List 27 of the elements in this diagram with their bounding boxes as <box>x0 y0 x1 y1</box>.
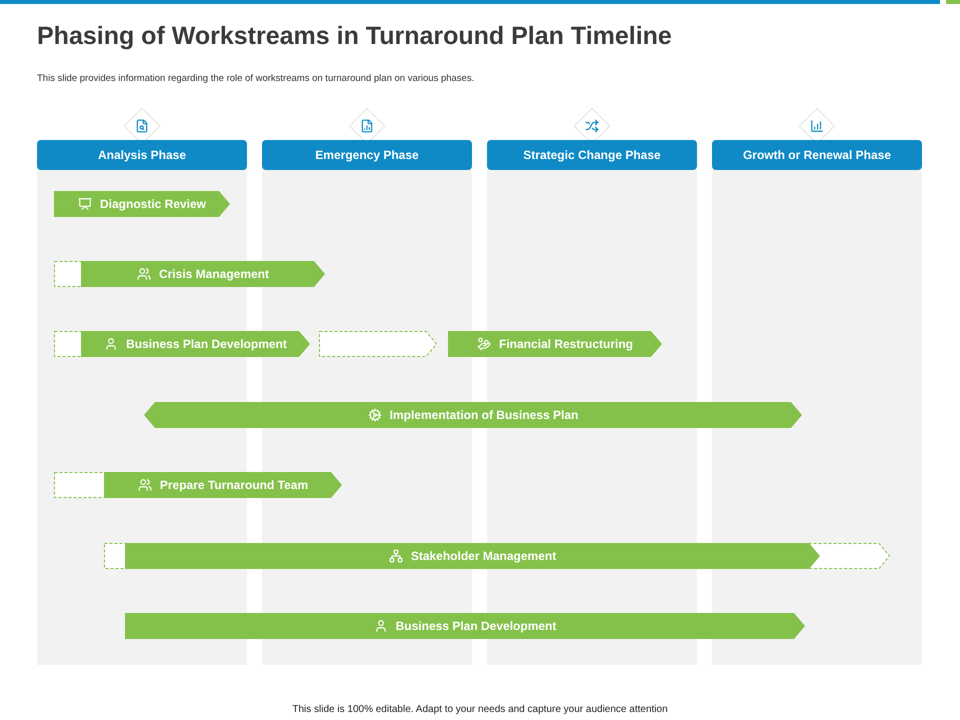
workstream-label: Stakeholder Management <box>410 548 556 565</box>
arrow-bar <box>104 472 342 498</box>
description-text: This slide provides information regarding the role of workstreams on turnaround plan on various phases. <box>37 72 474 86</box>
arrow-bar <box>125 613 805 639</box>
phase-title: Analysis Phase <box>98 147 186 164</box>
arrow-bar <box>125 543 820 569</box>
workstream-label: Business Plan Development <box>396 618 556 635</box>
arrow-bar <box>54 191 230 217</box>
phase-header <box>487 140 697 170</box>
phase-title: Emergency Phase <box>315 147 419 164</box>
workstream-label: Implementation of Business Plan <box>390 407 578 424</box>
footer-note: This slide is 100% editable. Adapt to your needs and capture your audience attention <box>291 703 669 717</box>
arrow-bar <box>81 331 310 357</box>
workstream-label: Financial Restructuring <box>498 336 634 353</box>
phase-title: Growth or Renewal Phase <box>742 147 892 164</box>
phase-title: Strategic Change Phase <box>523 147 661 164</box>
arrow-bar <box>81 261 325 287</box>
phase-header <box>37 140 247 170</box>
dashed-arrow-outline <box>319 331 437 357</box>
phase-header <box>262 140 472 170</box>
slide-title: Phasing of Workstreams in Turnaround Plan Timeline <box>37 21 672 52</box>
workstream-label: Prepare Turnaround Team <box>160 477 308 494</box>
phase-header <box>712 140 922 170</box>
workstream-label: Crisis Management <box>158 266 270 283</box>
workstream-label: Business Plan Development <box>126 336 287 353</box>
arrow-bar <box>448 331 662 357</box>
workstream-label: Diagnostic Review <box>100 196 206 213</box>
